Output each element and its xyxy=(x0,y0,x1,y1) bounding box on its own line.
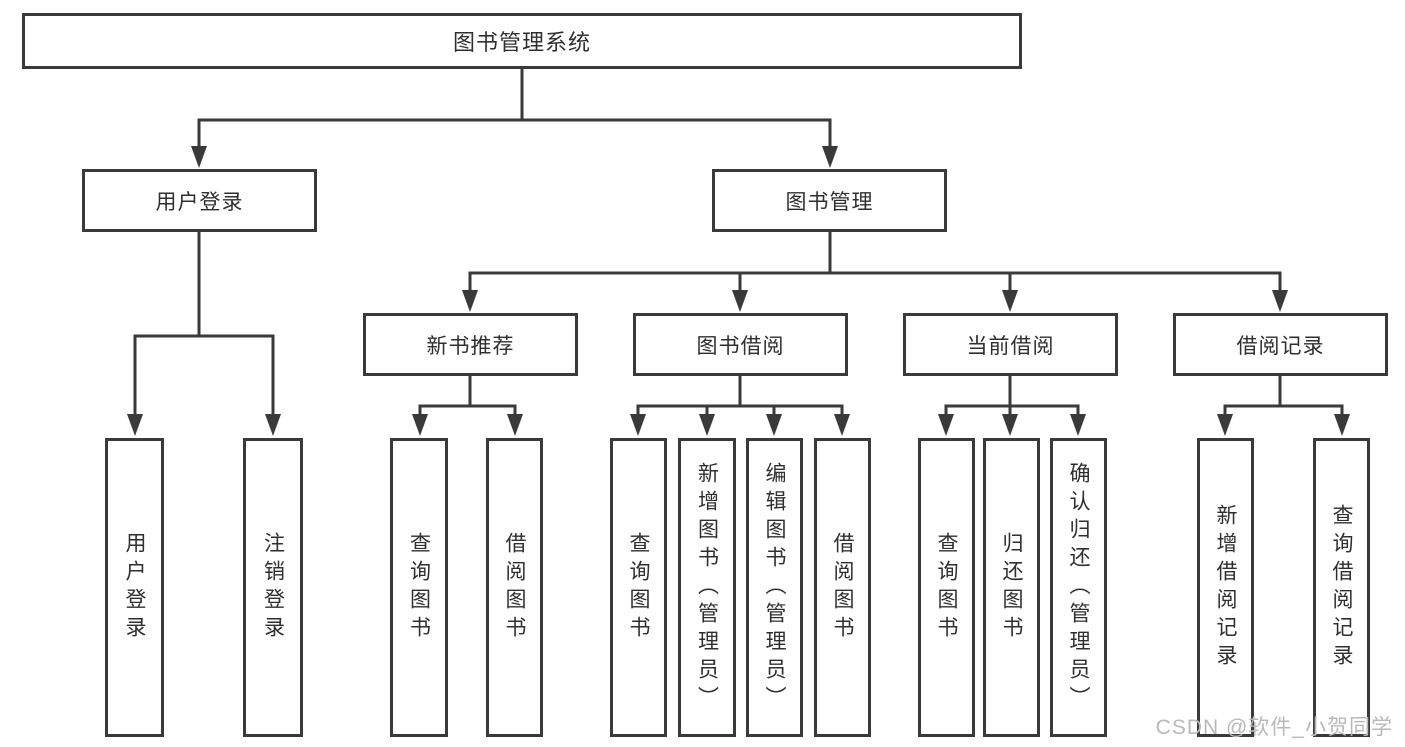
node-book-borrow-label: 图书借阅 xyxy=(696,334,785,358)
edge-currentborrow-to-leaves xyxy=(944,376,1080,418)
leaf-add-books-admin: 新增图书（管理员） xyxy=(678,438,736,737)
arrow-down-icon xyxy=(822,146,838,168)
leaf-query-books-borrow-label: 查询图书 xyxy=(627,531,650,644)
arrowhead-icons xyxy=(127,146,1350,436)
arrow-down-icon xyxy=(1002,414,1018,436)
arrow-down-icon xyxy=(766,414,782,436)
leaf-logout: 注销登录 xyxy=(243,438,303,737)
arrow-down-icon xyxy=(1002,290,1018,312)
arrow-down-icon xyxy=(191,146,207,168)
leaf-query-books-borrow: 查询图书 xyxy=(610,438,667,737)
node-root-label: 图书管理系统 xyxy=(452,30,591,55)
leaf-confirm-return-admin-label: 确认归还（管理员） xyxy=(1067,461,1090,714)
arrow-down-icon xyxy=(265,414,281,436)
arrow-down-icon xyxy=(834,414,850,436)
edge-borrowrecord-to-leaves xyxy=(1223,376,1344,418)
arrow-down-icon xyxy=(732,290,748,312)
node-current-borrow: 当前借阅 xyxy=(903,313,1118,376)
node-borrow-record-label: 借阅记录 xyxy=(1236,334,1325,358)
leaf-borrow-books-recommend: 借阅图书 xyxy=(486,438,543,737)
node-new-book-recommend: 新书推荐 xyxy=(363,313,578,376)
edge-newbook-to-leaves xyxy=(418,376,517,418)
leaf-borrow-books-recommend-label: 借阅图书 xyxy=(503,531,526,644)
node-new-book-recommend-label: 新书推荐 xyxy=(426,334,515,358)
arrow-down-icon xyxy=(462,290,478,312)
leaf-edit-books-admin-label: 编辑图书（管理员） xyxy=(763,461,786,714)
leaf-query-borrow-record-label: 查询借阅记录 xyxy=(1330,503,1353,672)
node-current-borrow-label: 当前借阅 xyxy=(966,334,1055,358)
node-borrow-record: 借阅记录 xyxy=(1173,313,1388,376)
leaf-edit-books-admin: 编辑图书（管理员） xyxy=(746,438,803,737)
node-book-management: 图书管理 xyxy=(712,169,947,232)
edge-bookmgmt-to-level3 xyxy=(468,232,1282,296)
leaf-return-books: 归还图书 xyxy=(983,438,1040,737)
leaf-query-books-recommend: 查询图书 xyxy=(390,438,448,737)
leaf-logout-label: 注销登录 xyxy=(261,531,285,644)
leaf-add-borrow-record: 新增借阅记录 xyxy=(1197,438,1254,737)
arrow-down-icon xyxy=(127,414,143,436)
node-book-management-label: 图书管理 xyxy=(785,190,874,214)
arrow-down-icon xyxy=(412,414,428,436)
leaf-query-books-current: 查询图书 xyxy=(918,438,975,737)
arrow-down-icon xyxy=(1334,414,1350,436)
edge-root-to-level2 xyxy=(197,69,832,152)
node-user-login: 用户登录 xyxy=(82,169,317,232)
leaf-add-books-admin-label: 新增图书（管理员） xyxy=(695,461,719,714)
arrow-down-icon xyxy=(1217,414,1233,436)
edge-userlogin-to-leaves xyxy=(133,232,275,418)
leaf-query-borrow-record: 查询借阅记录 xyxy=(1313,438,1370,737)
leaf-confirm-return-admin: 确认归还（管理员） xyxy=(1050,438,1107,737)
arrow-down-icon xyxy=(507,414,523,436)
arrow-down-icon xyxy=(938,414,954,436)
csdn-watermark: CSDN @软件_小贺同学 xyxy=(1155,716,1393,739)
node-book-borrow: 图书借阅 xyxy=(633,313,848,376)
node-root: 图书管理系统 xyxy=(22,13,1022,69)
node-user-login-label: 用户登录 xyxy=(155,190,244,214)
edge-bookborrow-to-leaves xyxy=(636,376,844,418)
leaf-borrow-books-label: 借阅图书 xyxy=(831,531,854,644)
leaf-user-login-label: 用户登录 xyxy=(123,531,146,644)
leaf-borrow-books: 借阅图书 xyxy=(814,438,871,737)
leaf-user-login: 用户登录 xyxy=(105,438,164,737)
leaf-query-books-current-label: 查询图书 xyxy=(935,531,958,644)
leaf-query-books-recommend-label: 查询图书 xyxy=(407,531,431,644)
arrow-down-icon xyxy=(1070,414,1086,436)
arrow-down-icon xyxy=(699,414,715,436)
arrow-down-icon xyxy=(630,414,646,436)
leaf-return-books-label: 归还图书 xyxy=(1000,531,1023,644)
arrow-down-icon xyxy=(1272,290,1288,312)
leaf-add-borrow-record-label: 新增借阅记录 xyxy=(1214,503,1237,672)
